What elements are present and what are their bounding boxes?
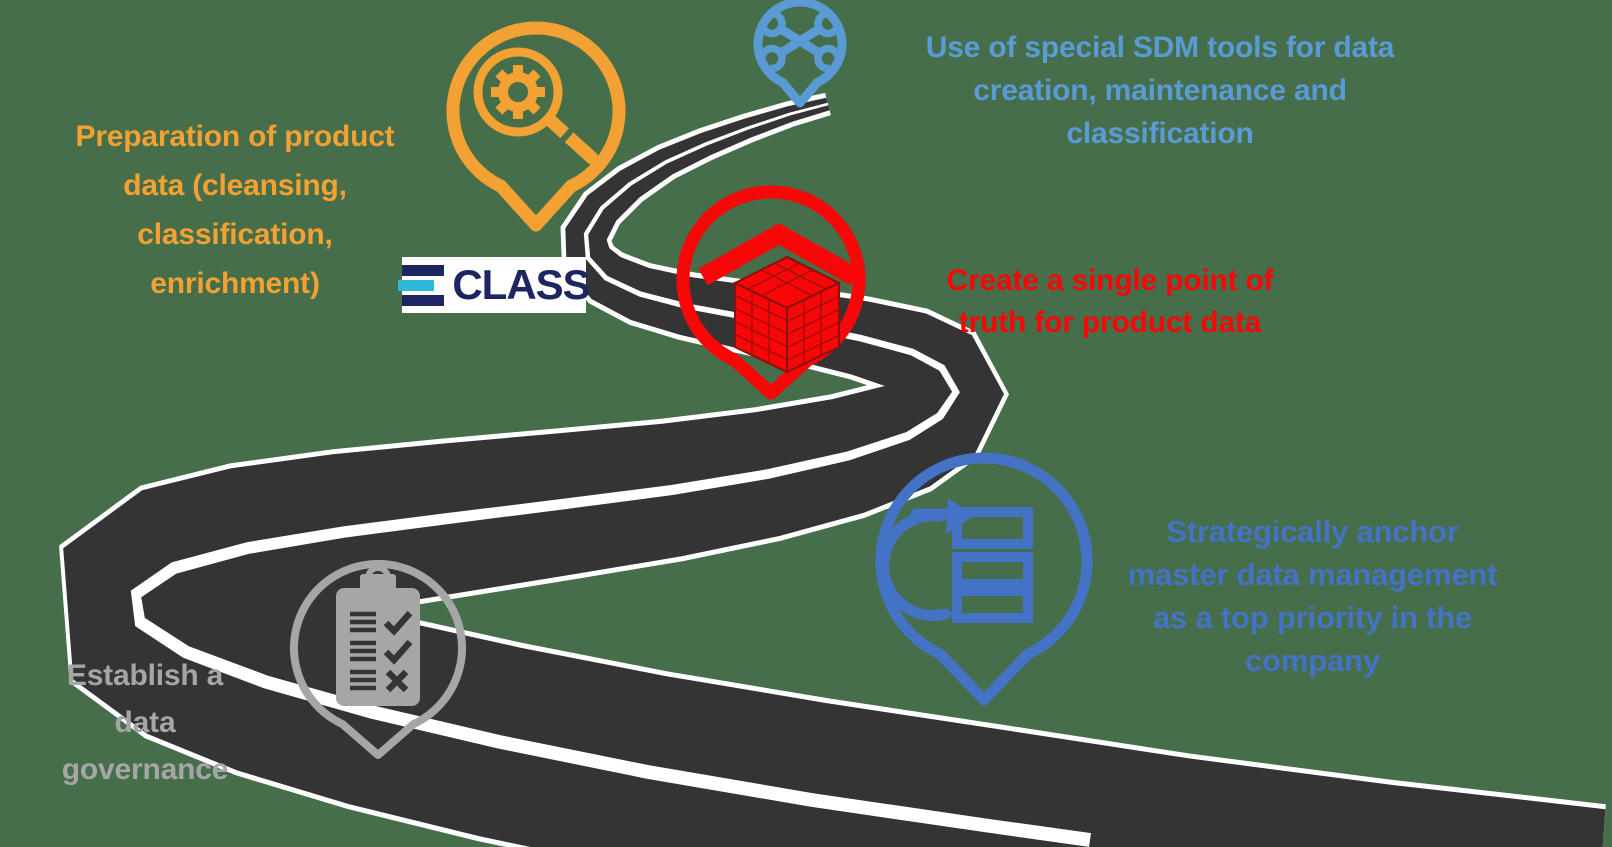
pin-governance — [290, 559, 466, 759]
pin-balloon — [290, 559, 466, 759]
gear-magnifier-icon — [473, 47, 599, 165]
milestone-label-strategy: Strategically anchor master data managem… — [1127, 514, 1498, 678]
eclass-logo: CLASS — [398, 257, 591, 313]
pin-single-point-of-truth — [676, 185, 866, 400]
road — [59, 92, 1606, 847]
milestone-label-sdm-tools: Use of special SDM tools for data creati… — [925, 31, 1395, 150]
clipboard-checklist-icon — [336, 565, 420, 706]
eclass-e-icon — [398, 264, 445, 306]
milestone-label-governance: Establish a data governance — [61, 659, 229, 786]
crossed-wrenches-icon — [758, 9, 842, 73]
eclass-wordmark: CLASS — [452, 261, 590, 308]
pin-balloon — [446, 21, 626, 232]
pin-sdm-tools — [753, 0, 847, 108]
pin-balloon — [676, 185, 866, 400]
pin-preparation — [446, 21, 626, 232]
pin-balloon — [875, 452, 1093, 706]
pin-strategy — [875, 452, 1093, 706]
pallet-cube-icon — [698, 223, 860, 374]
cube-grid-lines — [735, 262, 839, 364]
refresh-list-icon — [878, 498, 1033, 623]
road-surface — [63, 97, 1606, 847]
milestone-label-single-point-of-truth: Create a single point of truth for produ… — [946, 264, 1274, 339]
milestone-label-preparation: Preparation of product data (cleansing, … — [75, 120, 395, 300]
